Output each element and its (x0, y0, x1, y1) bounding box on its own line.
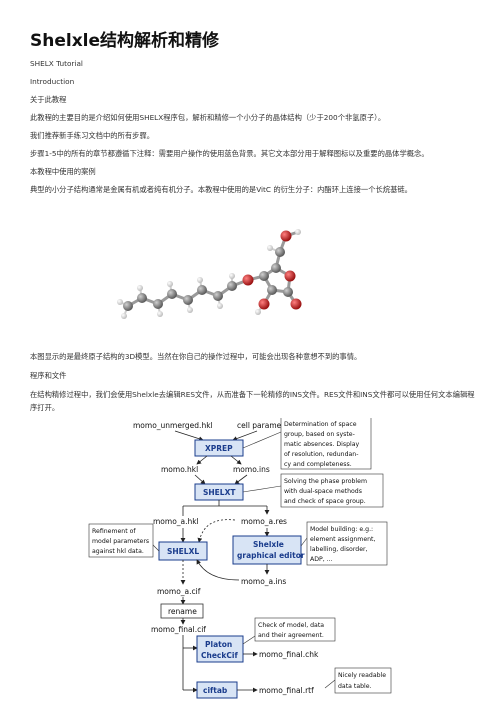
platon-label: Platon (205, 640, 232, 649)
molecule-3d-figure (117, 229, 302, 319)
heading-example-case: 本教程中使用的案例 (30, 167, 96, 176)
xprep-label: XPREP (205, 444, 233, 453)
paragraph-purpose: 此教程的主要目的是介绍如何使用SHELX程序包，解析和精修一个小分子的晶体结构（… (30, 113, 386, 122)
file-momo-hkl: momo.hkl (161, 465, 198, 474)
file-momo-final-rtf: momo_final.rtf (259, 686, 314, 695)
file-momo-unmerged-hkl: momo_unmerged.hkl (133, 421, 213, 430)
subtitle-shelx-tutorial: SHELX Tutorial (30, 59, 83, 68)
file-momo-a-cif: momo_a.cif (157, 587, 201, 596)
note-shelxle-line-1: Model building: e.g.: (310, 526, 373, 533)
file-momo-final-chk: momo_final.chk (259, 650, 319, 659)
note-xprep-line-1: Determination of space (284, 421, 357, 428)
note-shelxle (306, 521, 388, 566)
shelxle-sublabel: graphical editor (237, 551, 305, 560)
note-shelxt-line-1: Solving the phase problem (284, 478, 367, 485)
note-shelxt (280, 473, 384, 508)
note-shelxle-line-4: ADP, ... (310, 556, 333, 563)
note-platon-line-2: and their agreement. (258, 632, 324, 639)
file-momo-a-ins: momo_a.ins (241, 577, 286, 586)
workflow-flowchart: momo_unmerged.hkl cell parameter XPREP D… (88, 418, 392, 699)
note-ciftab (334, 667, 392, 694)
paragraph-steps-note: 步骤1-5中的所有的章节都遵循下注释：需要用户操作的使用蓝色背景。其它文本部分用… (30, 149, 429, 158)
note-shelxt-line-2: with dual-space methods (284, 488, 362, 495)
rename-box (160, 603, 204, 619)
paragraph-molecule: 典型的小分子结构通常是金属有机或者纯有机分子。本教程中使用的是VitC 的衍生分… (30, 185, 412, 194)
shelxle-label: Shelxle (253, 540, 284, 549)
note-shelxl-line-3: against hkl data. (92, 548, 144, 555)
note-ciftab-line-2: data table. (338, 683, 372, 690)
paragraph-res-ins: 在结构精修过程中，我们会使用Shelxle去编辑RES文件，从而准备下一轮精修的… (30, 390, 475, 412)
shelxt-label: SHELXT (203, 488, 236, 497)
note-shelxl (88, 523, 154, 558)
file-momo-final-cif: momo_final.cif (151, 625, 206, 634)
paragraph-recommend: 我们推荐新手练习文档中的所有步骤。 (30, 131, 155, 140)
note-xprep-line-4: of resolution, redundan- (284, 451, 358, 458)
rename-label: rename (168, 607, 197, 616)
file-momo-a-hkl: momo_a.hkl (153, 517, 199, 526)
heading-about-tutorial: 关于此教程 (30, 95, 67, 104)
heading-programs-files: 程序和文件 (30, 371, 67, 380)
file-momo-a-res: momo_a.res (241, 517, 287, 526)
note-shelxt-line-3: and check of space group. (284, 498, 366, 505)
ciftab-label: ciftab (203, 686, 228, 695)
shelxl-label: SHELXL (167, 547, 199, 556)
file-momo-ins: momo.ins (233, 465, 270, 474)
note-shelxle-line-2: element assignment, (310, 536, 375, 543)
input-cell-parameter: cell parameter (237, 421, 293, 430)
heading-introduction: Introduction (30, 77, 75, 86)
note-xprep-line-3: matic absences. Display (284, 441, 360, 448)
note-xprep-line-5: cy and completeness. (284, 461, 352, 468)
note-ciftab-line-1: Nicely readable (338, 672, 386, 679)
note-xprep-line-2: group, based on syste- (284, 431, 355, 438)
note-platon (254, 617, 336, 642)
note-xprep (280, 418, 372, 470)
page-title: Shelxle结构解析和精修 (30, 31, 220, 51)
note-platon-line-1: Check of model, data (258, 622, 324, 629)
note-shelxle-line-3: labelling, disorder, (310, 546, 368, 553)
note-shelxl-line-2: model parameters (92, 538, 149, 545)
note-shelxl-line-1: Refinement of (92, 528, 136, 535)
platon-sublabel: CheckCif (201, 651, 238, 660)
platon-box (196, 635, 244, 663)
paragraph-figure-caption: 本图显示的是最终原子结构的3D模型。当然在你自己的操作过程中，可能会出现各种意想… (30, 352, 362, 361)
